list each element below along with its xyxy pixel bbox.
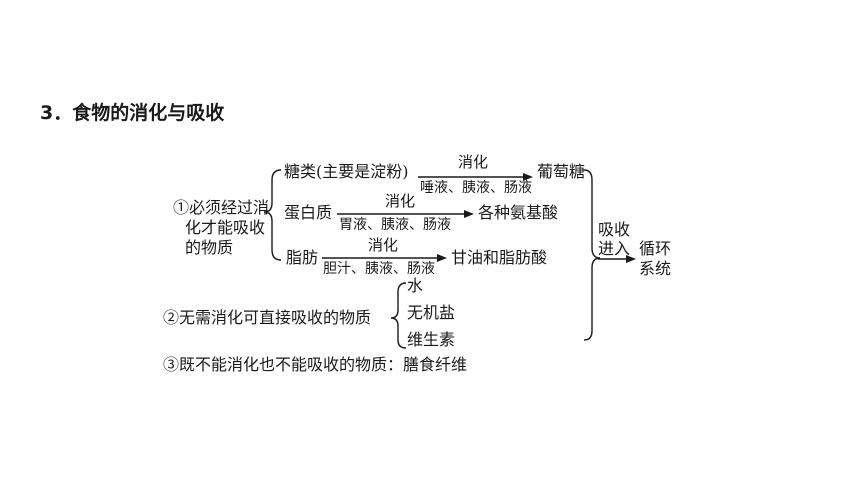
group2-label: ②无需消化可直接吸收的物质 <box>163 308 372 327</box>
circulation-line-2: 系统 <box>639 259 672 278</box>
absorption-brace <box>583 169 601 341</box>
group1-brace <box>263 169 282 261</box>
group2-item-minerals: 无机盐 <box>407 303 456 322</box>
row1-enzymes: 唾液、胰液、肠液 <box>420 180 532 196</box>
row3-above-label: 消化 <box>368 236 399 254</box>
group2-item-vitamins: 维生素 <box>407 330 456 349</box>
row2-enzymes: 胃液、胰液、肠液 <box>339 217 451 233</box>
group3-label: ③既不能消化也不能吸收的物质：膳食纤维 <box>163 355 468 374</box>
row1-substance: 糖类(主要是淀粉) <box>284 162 409 181</box>
row3-enzymes: 胆汁、胰液、肠液 <box>323 261 435 277</box>
circulation-line-1: 循环 <box>639 239 672 258</box>
row3-product: 甘油和脂肪酸 <box>451 248 548 267</box>
absorption-label-line-2: 进入 <box>598 239 631 258</box>
row2-product: 各种氨基酸 <box>478 203 559 222</box>
row2-arrow-head <box>464 210 474 218</box>
row1-arrow-head <box>523 173 533 181</box>
section-title: 3．食物的消化与吸收 <box>40 102 225 124</box>
row2-above-label: 消化 <box>385 192 416 210</box>
group2-brace <box>390 282 407 349</box>
row1-above-label: 消化 <box>458 153 489 171</box>
group1-label-line-3: 的物质 <box>185 238 234 257</box>
row3-substance: 脂肪 <box>286 248 319 267</box>
group1-label-line-1: ①必须经过消 <box>173 198 270 217</box>
absorption-label-line-1: 吸收 <box>598 220 631 239</box>
absorption-arrow-head <box>626 255 636 263</box>
group1-label-line-2: 化才能吸收 <box>185 218 266 237</box>
group2-item-water: 水 <box>407 276 424 295</box>
row3-arrow-head <box>437 254 447 262</box>
row2-substance: 蛋白质 <box>284 203 333 222</box>
row1-product: 葡萄糖 <box>537 162 586 181</box>
